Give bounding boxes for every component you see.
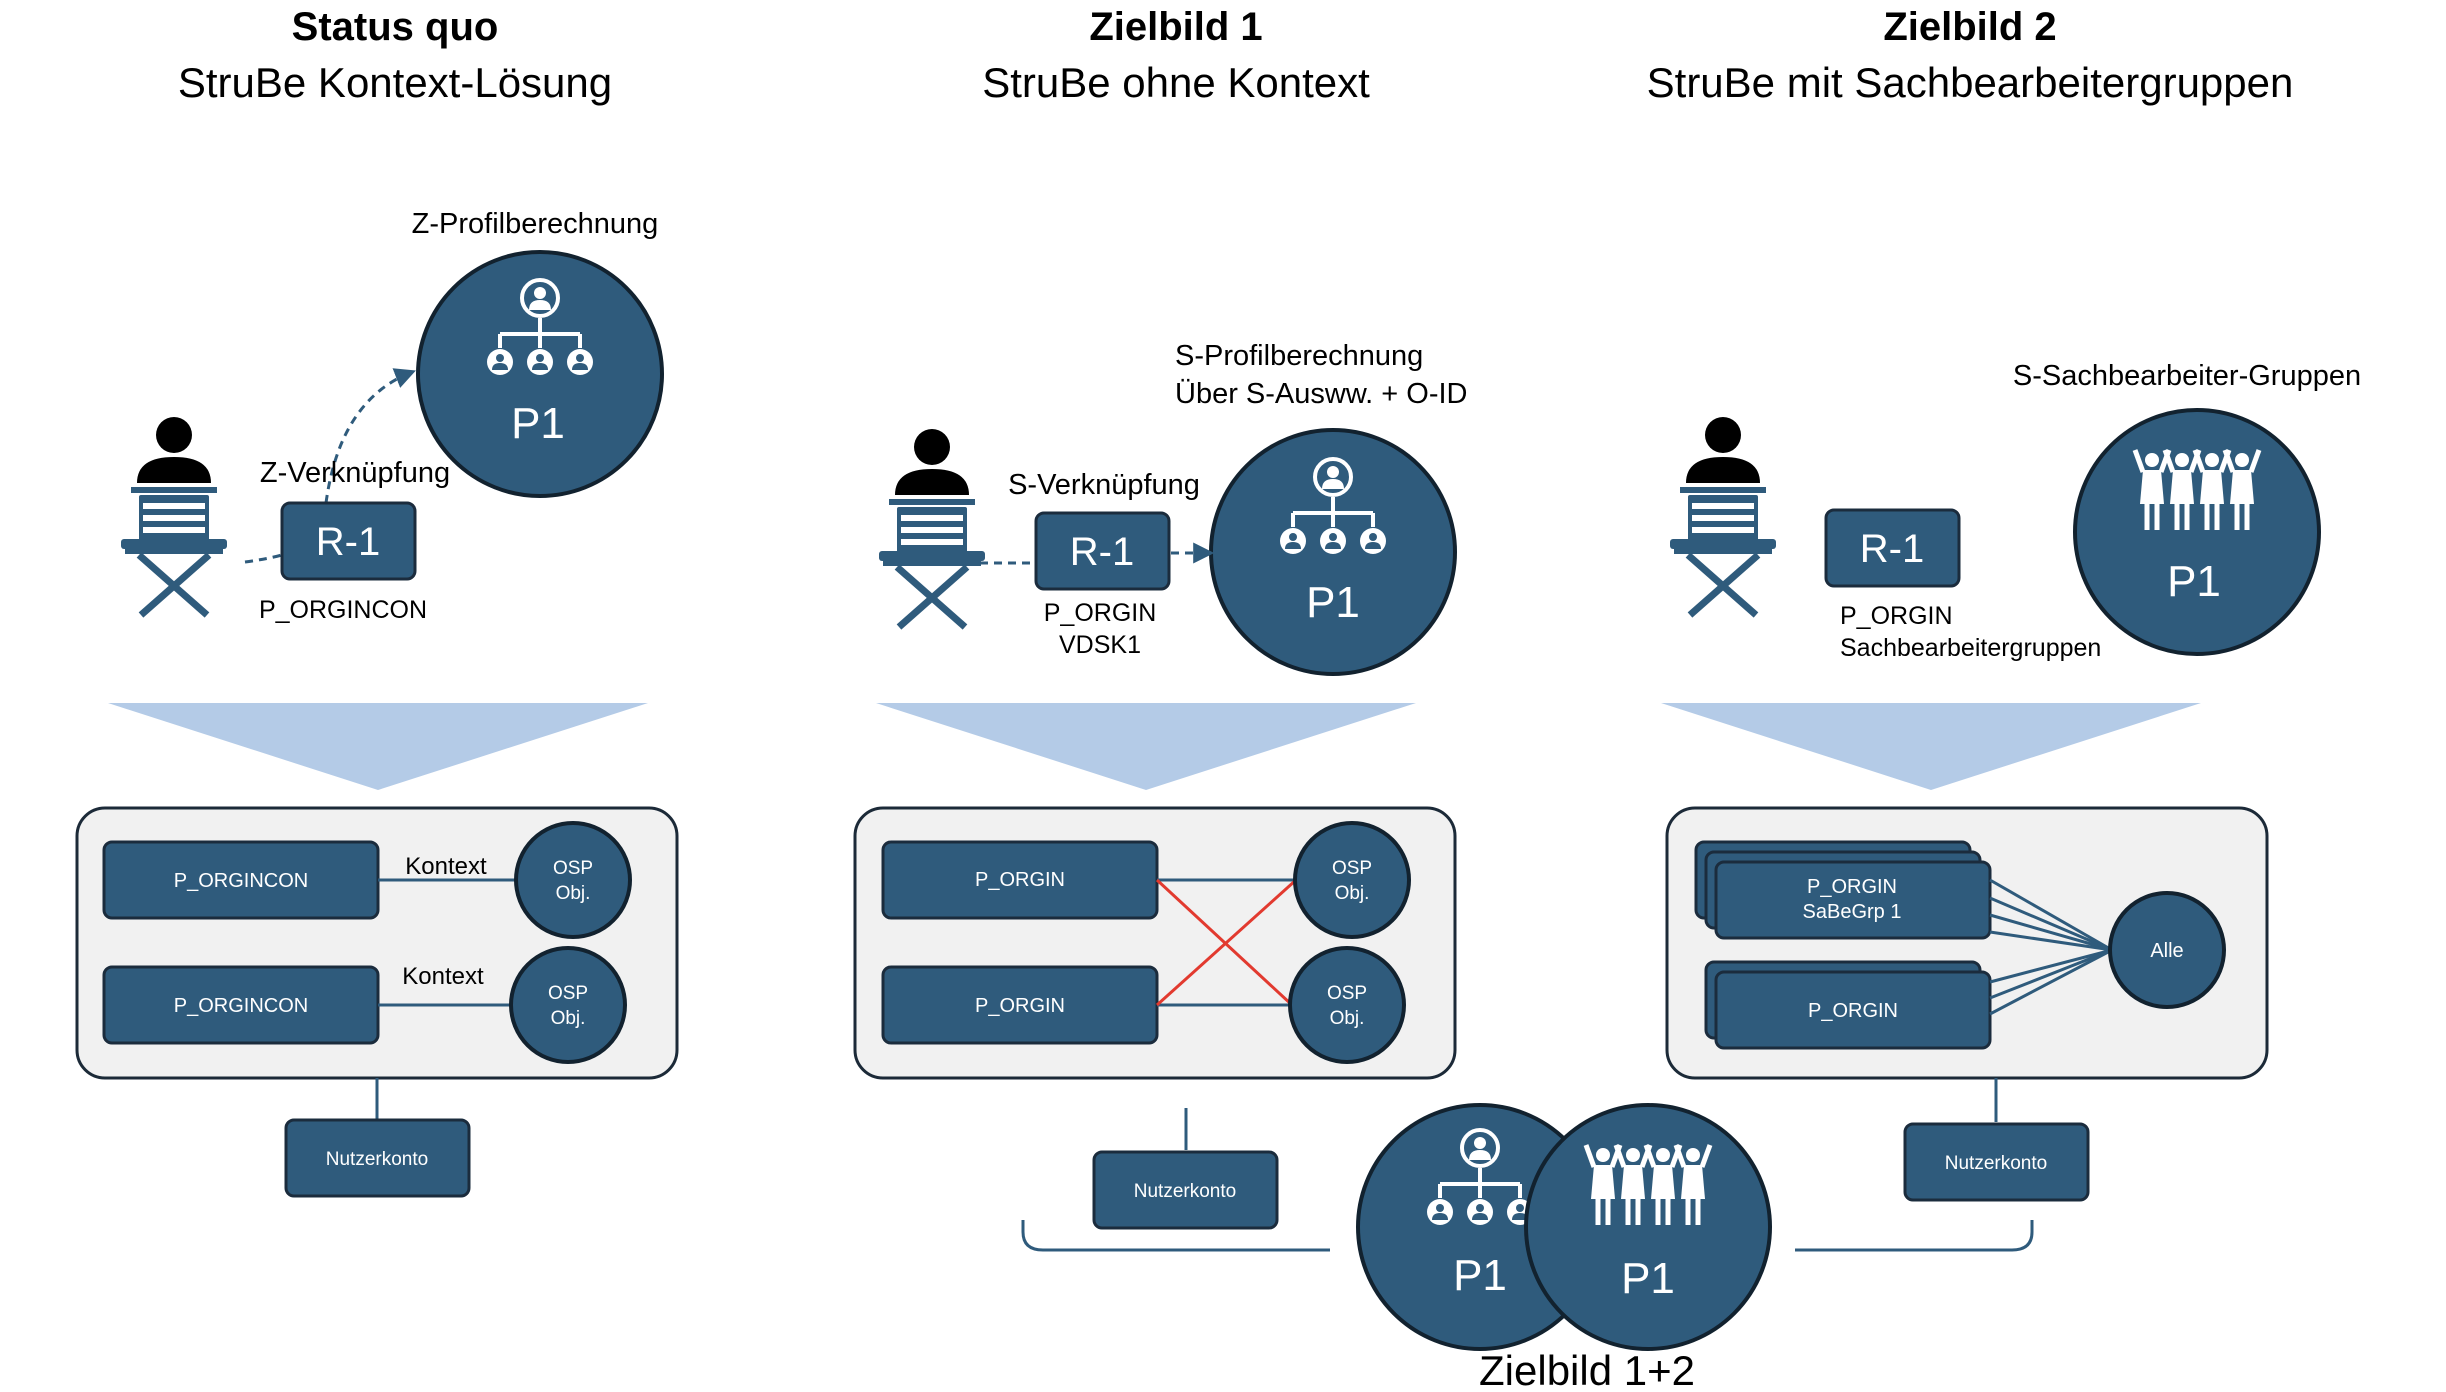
col3-all-circle[interactable] [2108, 891, 2226, 1009]
col3-all-label: Alle [2150, 940, 2183, 962]
col2-profile-label-2: Über S-Ausww. + O-ID [1175, 378, 1468, 410]
col2-role-box-label: R-1 [1070, 530, 1134, 574]
col1-row1-connector-label: Kontext [405, 853, 487, 880]
col1-role-caption: P_ORGINCON [259, 596, 427, 624]
col2-row2-object-line1: OSP [1327, 983, 1367, 1004]
col3-role-box-label: R-1 [1860, 527, 1924, 571]
col1-dashed-arrow [324, 368, 416, 504]
col2-row1-object-line1: OSP [1332, 858, 1372, 879]
col2-row1-object[interactable] [1293, 821, 1411, 939]
col2-funnel [876, 703, 1416, 790]
col1-row1-object[interactable] [514, 821, 632, 939]
col1-row1-box-label: P_ORGINCON [174, 870, 308, 892]
col3-title: Zielbild 2 [1883, 5, 2056, 49]
col2-row1-box-label: P_ORGIN [975, 869, 1065, 891]
col1-link-label: Z-Verknüpfung [260, 457, 450, 489]
col3-stack1-label-1: P_ORGIN [1807, 876, 1897, 898]
combined-right-label: P1 [1621, 1254, 1675, 1303]
director-chair-person-icon [121, 417, 227, 615]
col3-stack2-label: P_ORGIN [1808, 1000, 1898, 1022]
combined-caption: Zielbild 1+2 [1479, 1347, 1695, 1392]
col3-stack1-front[interactable] [1714, 860, 1992, 940]
col3-fan-lines [1989, 878, 2113, 1016]
col1-row2-connector-label: Kontext [402, 963, 484, 990]
col1-row1-object-line2: Obj. [556, 883, 591, 904]
col1-role-box-label: R-1 [316, 520, 380, 564]
col2-account-label: Nutzerkonto [1134, 1181, 1236, 1202]
col2-title: Zielbild 1 [1089, 5, 1262, 49]
col3-account-label: Nutzerkonto [1945, 1153, 2047, 1174]
col3-funnel [1661, 703, 2201, 790]
col1-row2-object[interactable] [509, 946, 627, 1064]
col2-role-caption-1: P_ORGIN [1044, 599, 1157, 627]
col1-row2-box-label: P_ORGINCON [174, 995, 308, 1017]
combined-bracket [1021, 1220, 2034, 1252]
col2-upper: S-Profilberechnung Über S-Ausww. + O-ID … [879, 340, 1468, 676]
col2-subtitle: StruBe ohne Kontext [982, 59, 1370, 106]
col2-circle-label: P1 [1306, 578, 1360, 627]
col2-role-box[interactable] [1034, 511, 1171, 591]
col3-subtitle: StruBe mit Sachbearbeitergruppen [1647, 59, 2294, 106]
col1-circle-label: P1 [511, 399, 565, 448]
col1-account-label: Nutzerkonto [326, 1149, 428, 1170]
col3-circle-label: P1 [2167, 557, 2221, 606]
col2-account-box[interactable] [1092, 1150, 1279, 1230]
col2-link-label: S-Verknüpfung [1008, 469, 1200, 501]
col1-upper: Z-Profilberechnung P1 Z-Verknüpfung R-1 … [121, 208, 664, 624]
col3-stack1-label-2: SaBeGrp 1 [1803, 901, 1902, 923]
col2-row2-object[interactable] [1288, 946, 1406, 1064]
col1-row2-object-line2: Obj. [551, 1008, 586, 1029]
col2-panel-group: P_ORGIN P_ORGIN OSP Obj. OSP Obj. [853, 806, 1457, 1080]
col3-stack2-front[interactable] [1714, 970, 1992, 1050]
col3-group-label: S-Sachbearbeiter-Gruppen [2013, 360, 2361, 392]
col3-upper: S-Sachbearbeiter-Gruppen P1 R-1 P_ORGIN … [1670, 360, 2361, 662]
col1-profile-label: Z-Profilberechnung [412, 208, 659, 240]
col3-role-box[interactable] [1824, 508, 1961, 588]
col2-profile-label-1: S-Profilberechnung [1175, 340, 1423, 372]
col2-row2-box-label: P_ORGIN [975, 995, 1065, 1017]
col3-account-box[interactable] [1903, 1122, 2090, 1202]
combined-right-circle[interactable] [1524, 1103, 1772, 1351]
director-chair-person-icon [879, 429, 985, 627]
combined-left-label: P1 [1453, 1251, 1507, 1300]
col2-row1-object-line2: Obj. [1335, 883, 1370, 904]
col1-row1-object-line1: OSP [553, 858, 593, 879]
col1-account-box[interactable] [284, 1118, 471, 1198]
col3-group-circle [2073, 408, 2321, 656]
col3-role-caption-2: Sachbearbeitergruppen [1840, 634, 2101, 662]
col1-funnel [108, 703, 648, 790]
col2-role-caption-2: VDSK1 [1059, 631, 1141, 659]
col1-role-box[interactable] [280, 501, 417, 581]
col1-title: Status quo [292, 5, 499, 49]
col1-subtitle: StruBe Kontext-Lösung [178, 59, 612, 106]
col3-panel-group: P_ORGIN SaBeGrp 1 P_ORGIN Alle [1665, 806, 2269, 1080]
col1-row2-object-line1: OSP [548, 983, 588, 1004]
col1-panel-group: P_ORGINCON Kontext OSP Obj. P_ORGINCON K… [75, 806, 679, 1080]
col2-row2-object-line2: Obj. [1330, 1008, 1365, 1029]
col3-role-caption-1: P_ORGIN [1840, 602, 1953, 630]
director-chair-person-icon [1670, 417, 1776, 615]
col2-cross-2 [1155, 878, 1298, 1007]
